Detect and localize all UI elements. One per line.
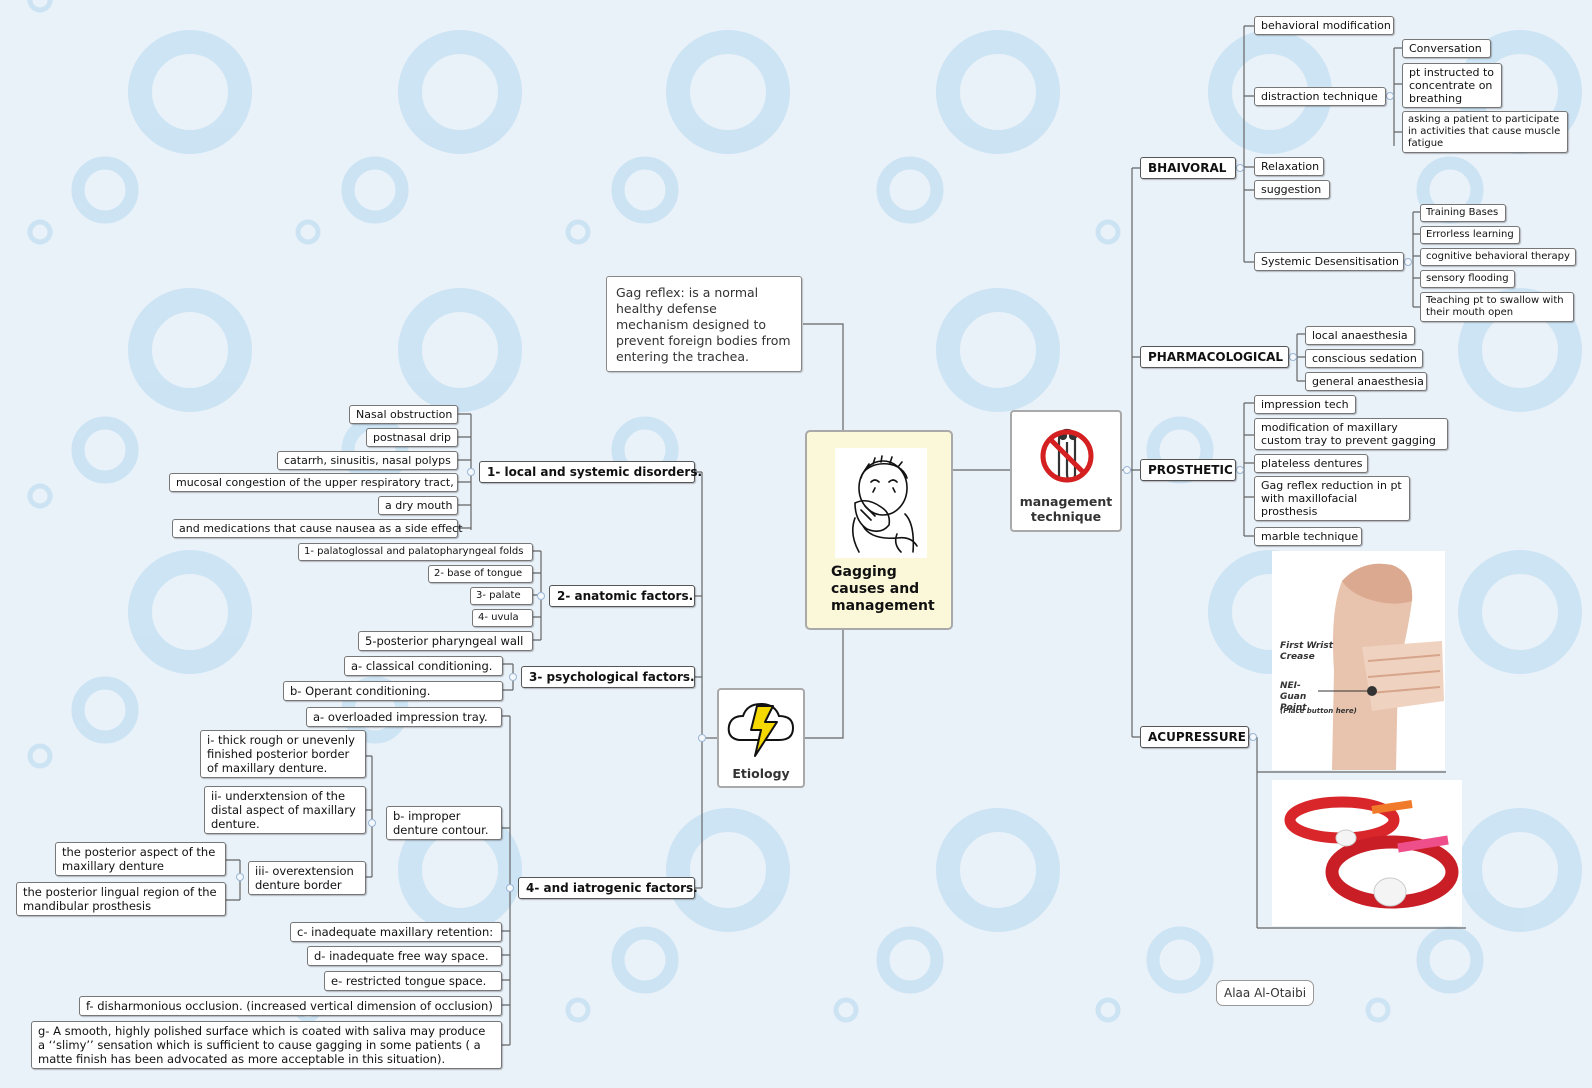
collapse-knob[interactable] — [236, 873, 244, 881]
list-item[interactable]: b- Operant conditioning. — [283, 681, 503, 701]
list-item[interactable]: Systemic Desensitisation — [1254, 252, 1404, 271]
collapse-knob[interactable] — [1123, 466, 1131, 474]
place-button-label: (Place button here) — [1280, 707, 1357, 715]
list-item[interactable]: local anaesthesia — [1305, 326, 1415, 345]
list-item[interactable]: behavioral modification — [1254, 16, 1394, 35]
psychological-factors[interactable]: 3- psychological factors. — [521, 666, 695, 688]
list-item[interactable]: distraction technique — [1254, 87, 1386, 106]
list-item[interactable]: modification of maxillary custom tray to… — [1254, 418, 1448, 450]
list-item[interactable]: Errorless learning — [1420, 226, 1520, 244]
collapse-knob[interactable] — [1404, 258, 1412, 266]
behavioral-node[interactable]: BHAIVORAL — [1140, 157, 1236, 179]
list-item[interactable]: g- A smooth, highly polished surface whi… — [31, 1021, 502, 1069]
gag-reflex-definition: Gag reflex: is a normal healthy defense … — [606, 276, 802, 372]
list-item[interactable]: iii- overextension denture border — [248, 861, 366, 895]
management-technique-label: management technique — [1019, 494, 1113, 524]
list-item[interactable]: general anaesthesia — [1305, 372, 1427, 391]
list-item[interactable]: pt instructed to concentrate on breathin… — [1402, 63, 1502, 108]
list-item[interactable]: and medications that cause nausea as a s… — [172, 519, 463, 538]
list-item[interactable]: impression tech — [1254, 395, 1356, 414]
list-item[interactable]: e- restricted tongue space. — [324, 971, 502, 991]
list-item[interactable]: plateless dentures — [1254, 454, 1368, 473]
collapse-knob[interactable] — [1386, 92, 1394, 100]
list-item[interactable]: cognitive behavioral therapy — [1420, 248, 1576, 266]
list-item[interactable]: sensory flooding — [1420, 270, 1515, 288]
list-item[interactable]: Relaxation — [1254, 157, 1324, 176]
collapse-knob[interactable] — [1289, 353, 1297, 361]
list-item[interactable]: Gag reflex reduction in pt with maxillof… — [1254, 476, 1410, 521]
first-wrist-crease-label: First Wrist Crease — [1280, 641, 1334, 662]
list-item[interactable]: c- inadequate maxillary retention: — [290, 922, 502, 942]
list-item[interactable]: a dry mouth — [378, 496, 458, 515]
list-item[interactable]: the posterior aspect of the maxillary de… — [55, 842, 226, 876]
collapse-knob[interactable] — [698, 734, 706, 742]
list-item[interactable]: f- disharmonious occlusion. (increased v… — [79, 996, 502, 1016]
nei-guan-point-label: NEI-Guan Point — [1280, 681, 1307, 713]
central-topic[interactable]: Gagging causes and management — [805, 430, 953, 630]
management-technique-node[interactable]: management technique — [1010, 410, 1122, 532]
list-item[interactable]: Conversation — [1402, 39, 1491, 58]
list-item[interactable]: the posterior lingual region of the mand… — [16, 882, 226, 916]
list-item[interactable]: a- classical conditioning. — [344, 656, 503, 676]
list-item[interactable]: i- thick rough or unevenly finished post… — [200, 730, 366, 778]
collapse-knob[interactable] — [509, 673, 517, 681]
list-item[interactable]: mucosal congestion of the upper respirat… — [169, 473, 458, 492]
gagging-boy-illustration — [835, 448, 927, 558]
list-item[interactable]: ii- underxtension of the distal aspect o… — [204, 786, 366, 834]
list-item[interactable]: conscious sedation — [1305, 349, 1423, 368]
anatomic-factors[interactable]: 2- anatomic factors. — [549, 585, 695, 607]
list-item[interactable]: d- inadequate free way space. — [307, 946, 502, 966]
collapse-knob[interactable] — [1249, 733, 1257, 741]
list-item[interactable]: 1- palatoglossal and palatopharyngeal fo… — [298, 543, 533, 561]
collapse-knob[interactable] — [1236, 466, 1244, 474]
list-item[interactable]: suggestion — [1254, 180, 1330, 199]
prosthetic-node[interactable]: PROSTHETIC — [1140, 459, 1236, 481]
pharmacological-node[interactable]: PHARMACOLOGICAL — [1140, 346, 1289, 368]
list-item[interactable]: 2- base of tongue — [428, 565, 533, 583]
collapse-knob[interactable] — [467, 468, 475, 476]
wrist-acupressure-photo: First Wrist Crease NEI-Guan Point (Place… — [1272, 551, 1445, 770]
list-item[interactable]: 4- uvula — [472, 609, 533, 627]
acupressure-node[interactable]: ACUPRESSURE — [1140, 726, 1249, 748]
collapse-knob[interactable] — [1236, 164, 1244, 172]
local-systemic-disorders[interactable]: 1- local and systemic disorders. — [479, 461, 702, 483]
list-item[interactable]: 3- palate — [470, 587, 533, 605]
list-item[interactable]: catarrh, sinusitis, nasal polyps — [277, 451, 458, 470]
list-item[interactable]: Nasal obstruction — [349, 405, 458, 424]
collapse-knob[interactable] — [368, 819, 376, 827]
list-item[interactable]: marble technique — [1254, 527, 1362, 546]
list-item[interactable]: 5-posterior pharyngeal wall — [358, 631, 533, 651]
collapse-knob[interactable] — [506, 884, 514, 892]
list-item[interactable]: a- overloaded impression tray. — [306, 707, 502, 727]
iatrogenic-factors[interactable]: 4- and iatrogenic factors. — [518, 877, 698, 899]
central-title: Gagging causes and management — [831, 564, 935, 614]
no-gagging-icon — [1040, 428, 1094, 483]
list-item[interactable]: Teaching pt to swallow with their mouth … — [1420, 292, 1574, 322]
list-item[interactable]: asking a patient to participate in activ… — [1402, 111, 1568, 153]
etiology-node[interactable]: Etiology — [717, 688, 805, 788]
lightning-cloud-icon — [727, 702, 795, 757]
etiology-label: Etiology — [732, 766, 790, 781]
author-label: Alaa Al-Otaibi — [1216, 980, 1315, 1006]
list-item[interactable]: Training Bases — [1420, 204, 1506, 222]
wristband-photo — [1272, 780, 1462, 926]
collapse-knob[interactable] — [537, 592, 545, 600]
list-item[interactable]: postnasal drip — [366, 428, 458, 447]
list-item[interactable]: b- improper denture contour. — [386, 806, 502, 840]
